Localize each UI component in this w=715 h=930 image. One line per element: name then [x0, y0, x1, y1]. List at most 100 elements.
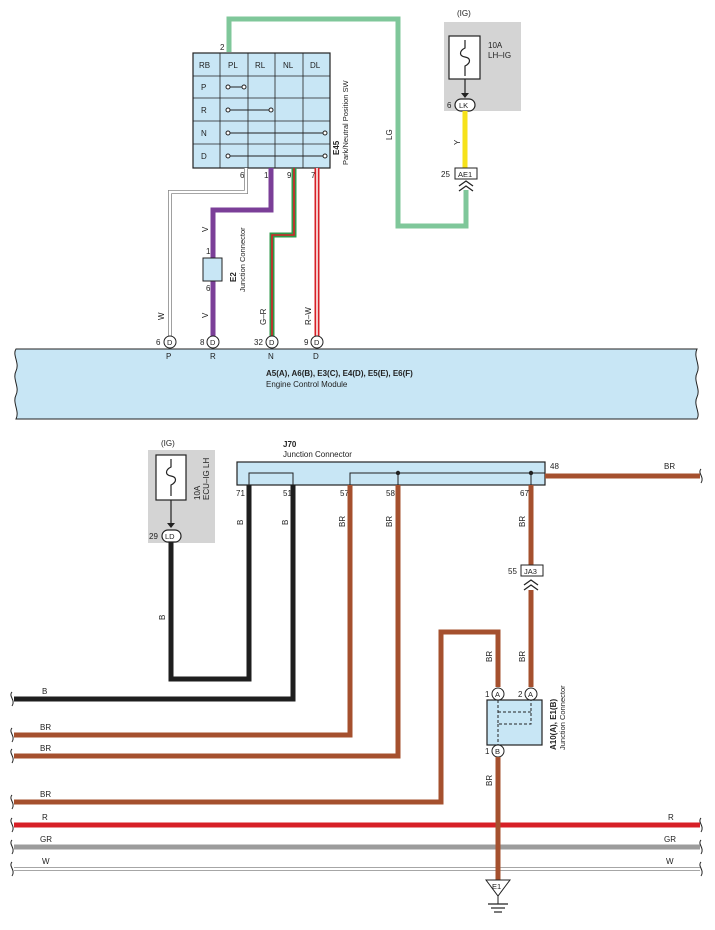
j70-wire-label: B [236, 520, 245, 525]
gr-wire: G–R [259, 168, 297, 338]
a10-conn-a1: A [495, 690, 500, 699]
fuse-rating: 10A [193, 485, 202, 500]
rw-wire: R–W [304, 168, 320, 338]
bus-label-br: BR [40, 790, 51, 799]
fuse-source-label: (IG) [161, 439, 175, 448]
br-wire-a10-left [14, 629, 501, 805]
bus-label-gr: GR [40, 835, 52, 844]
ecm-pin-p: D 6 P [156, 335, 177, 361]
engine-control-module: D 6 P D 8 R D 32 N D 9 D A5(A), A6(B), E… [14, 335, 699, 420]
pin-lk: 6 [447, 101, 452, 110]
connector-ae1: AE1 25 [441, 167, 478, 192]
ecm-pin-r: D 8 R [200, 335, 220, 361]
b-wire-fuse [168, 485, 252, 682]
bus-label-w: W [666, 857, 674, 866]
switch-row-r: R [201, 106, 207, 115]
switch-row-n: N [201, 129, 207, 138]
switch-col-dl: DL [310, 61, 321, 70]
j70-code: J70 [283, 440, 297, 449]
j70-wire-label: B [281, 520, 290, 525]
switch-row-d: D [201, 152, 207, 161]
junction-j70: J70 Junction Connector 71 51 57 58 67 48… [236, 440, 675, 527]
wire-label-y: Y [453, 139, 462, 145]
a10-conn-a2: A [528, 690, 533, 699]
wire-label-b: B [158, 615, 167, 620]
ecm-pin-n: D 32 N [254, 335, 279, 361]
wire-label-br: BR [485, 775, 494, 786]
v-wire: V V [201, 168, 274, 338]
ecm-pin-num: 9 [304, 338, 309, 347]
wire-label-rw: R–W [304, 307, 313, 325]
ecm-pin-conn: D [269, 338, 275, 347]
pin-ld: 29 [149, 532, 158, 541]
j70-wire-label: BR [518, 516, 527, 527]
ground-e1: E1 [485, 879, 511, 913]
e2-code: E2 [229, 272, 238, 282]
a10-pin-a2: 2 [518, 690, 523, 699]
a10-pin-a1: 1 [485, 690, 490, 699]
bus-label-r: R [42, 813, 48, 822]
arrow-down-icon [461, 93, 469, 98]
j70-pin-51: 51 [283, 489, 292, 498]
j70-wire-label: BR [664, 462, 675, 471]
bus-label-gr: GR [664, 835, 676, 844]
ae1-pin: 25 [441, 170, 450, 179]
lower-buses [14, 822, 700, 871]
br-wire-57 [14, 485, 353, 738]
br-wire-58 [14, 485, 401, 759]
junction-e2: 1 6 E2 Junction Connector [202, 227, 247, 293]
wire-label-br: BR [518, 651, 527, 662]
switch-pin-1: 1 [264, 171, 269, 180]
break-marks-left [10, 691, 14, 877]
bus-label-b: B [42, 687, 47, 696]
switch-name: Park/Neutral Position SW [341, 79, 350, 165]
fuse-lh-ig: (IG) 10A LH–IG LK 6 [444, 9, 521, 112]
connector-chevron-icon [458, 180, 474, 192]
ecm-pin-num: 32 [254, 338, 263, 347]
park-neutral-switch: RB PL RL NL DL P R N D 2 E45 Park/Neutra… [192, 43, 350, 180]
ecm-title: A5(A), A6(B), E3(C), E4(D), E5(E), E6(F) [266, 369, 413, 378]
switch-pin-9: 9 [287, 171, 292, 180]
ecm-pin-conn: D [167, 338, 173, 347]
fuse-ecu-ig-lh: (IG) 10A ECU–IG LH LD 29 [148, 439, 215, 543]
switch-col-pl: PL [228, 61, 238, 70]
connector-ja3: JA3 55 [508, 564, 544, 591]
fuse-icon [165, 459, 177, 496]
j70-name: Junction Connector [283, 450, 352, 459]
e2-name: Junction Connector [238, 227, 247, 292]
bus-label-r: R [668, 813, 674, 822]
ecm-pin-sig: R [210, 352, 216, 361]
wire-label-gr: G–R [259, 308, 268, 325]
j70-wire-label: BR [385, 516, 394, 527]
j70-pin-57: 57 [340, 489, 349, 498]
a10-conn-b: B [495, 747, 500, 756]
switch-col-rl: RL [255, 61, 266, 70]
wire-label-br: BR [485, 651, 494, 662]
j70-wire-label: BR [338, 516, 347, 527]
switch-row-p: P [201, 83, 206, 92]
switch-top-pin: 2 [220, 43, 225, 52]
fuse-name: ECU–IG LH [202, 458, 211, 500]
bus-label-br: BR [40, 723, 51, 732]
wire-label-w: W [157, 312, 166, 320]
wire-label-v2: V [201, 312, 210, 318]
ecm-pin-sig: N [268, 352, 274, 361]
wire-label-lg: LG [385, 129, 394, 140]
switch-code: E45 [332, 140, 341, 155]
ground-code: E1 [492, 882, 501, 891]
junction-a10: A 1 A 2 B 1 A10(A), E1(B) Junction Conne… [485, 685, 567, 758]
fuse-source-label: (IG) [457, 9, 471, 18]
ecm-pin-num: 6 [156, 338, 161, 347]
bus-label-br: BR [40, 744, 51, 753]
fuse-icon [459, 40, 471, 76]
ecm-pin-sig: P [166, 352, 171, 361]
ecm-pin-num: 8 [200, 338, 205, 347]
switch-pin-6: 6 [240, 171, 245, 180]
ecm-name: Engine Control Module [266, 380, 348, 389]
ae1-code: AE1 [458, 170, 472, 179]
fuse-rating: 10A [488, 41, 503, 50]
j70-pin-67: 67 [520, 489, 529, 498]
switch-col-nl: NL [283, 61, 294, 70]
fuse-name: LH–IG [488, 51, 511, 60]
ecm-pin-sig: D [313, 352, 319, 361]
